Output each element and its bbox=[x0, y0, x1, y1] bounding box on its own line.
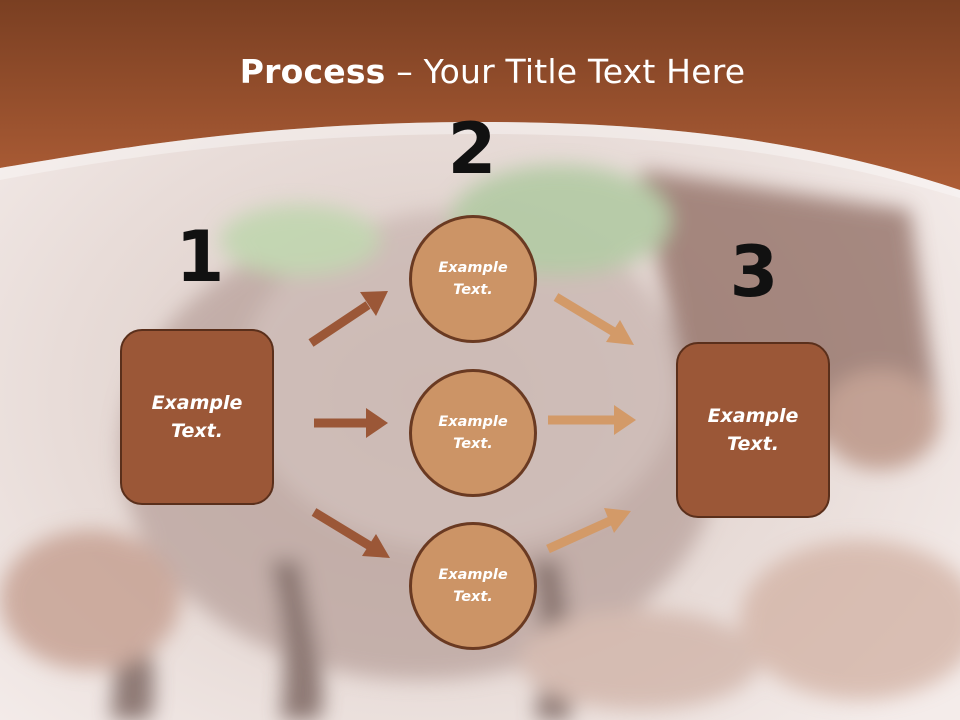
slide-title: Process – Your Title Text Here bbox=[0, 52, 960, 91]
arrow-left-down bbox=[311, 508, 390, 558]
circle-middle: Example Text. bbox=[409, 369, 537, 497]
title-bold: Process bbox=[239, 52, 386, 91]
circle-bottom: Example Text. bbox=[409, 522, 537, 650]
step-1-box: Example Text. bbox=[120, 329, 274, 505]
arrow-right-up bbox=[553, 293, 634, 345]
step-number-2: 2 bbox=[447, 108, 497, 190]
step-3-box: Example Text. bbox=[676, 342, 830, 518]
step-number-3: 3 bbox=[729, 231, 779, 313]
step-number-1: 1 bbox=[175, 216, 225, 298]
arrow-right-mid bbox=[548, 405, 636, 435]
circle-top: Example Text. bbox=[409, 215, 537, 343]
title-rest: – Your Title Text Here bbox=[385, 52, 746, 91]
arrow-left-mid bbox=[314, 408, 388, 438]
arrow-left-up bbox=[308, 291, 388, 347]
arrow-right-down bbox=[546, 508, 631, 554]
